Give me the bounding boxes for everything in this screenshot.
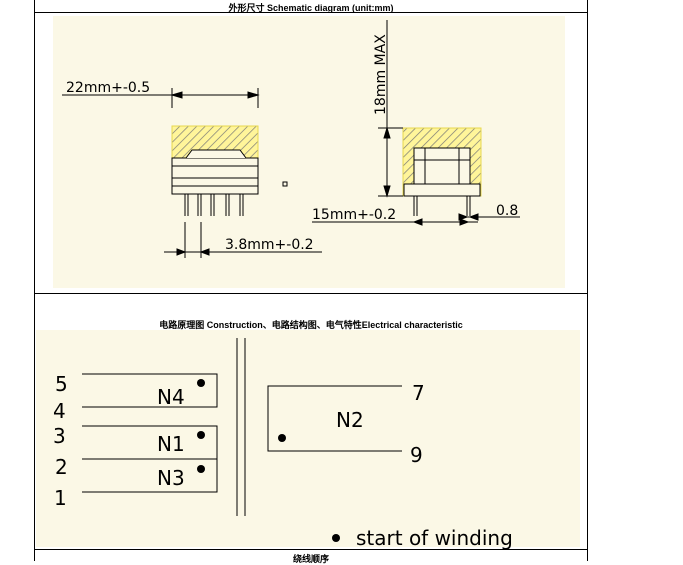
circuit-caption: 电路原理图 Construction、电路结构图、电气特性Electrical … [159,320,463,330]
circuit-panel [36,330,580,547]
side-view [312,20,520,226]
winding-n4-label: N4 [157,385,185,409]
pin-2-label: 2 [55,455,68,479]
pin-3-label: 3 [53,424,66,448]
table-border-right [587,0,588,561]
winding-order-caption: 绕线顺序 [292,554,329,564]
pin-4-label: 4 [53,399,66,423]
start-dot-n4 [197,379,205,387]
legend-text: start of winding [356,526,513,550]
core-lines [236,338,246,516]
winding-n2-label: N2 [336,408,364,432]
pin-5-label: 5 [55,372,68,396]
winding-n2 [267,385,402,452]
legend-dot [332,534,340,542]
winding-n1-n3 [82,425,218,493]
table-row-divider-top [34,12,588,13]
table-row-divider-bottom [34,549,588,550]
dim-depth-label: 15mm+-0.2 [312,207,396,223]
dim-pin-diameter-label: 0.8 [496,203,518,219]
table-border-left [34,0,35,561]
dim-height-label: 18mm MAX [373,34,389,115]
schematic-caption: 外形尺寸 Schematic diagram (unit:mm) [228,3,394,13]
pin-7-label: 7 [412,381,425,405]
table-row-divider-middle [34,293,588,294]
winding-n4 [82,373,218,408]
dim-pin-pitch-label: 3.8mm+-0.2 [225,237,314,253]
front-view [62,88,322,258]
winding-n3-label: N3 [157,466,185,490]
center-marker [282,181,288,187]
start-dot-n3 [197,465,205,473]
dim-width-label: 22mm+-0.5 [66,80,150,96]
winding-n1-label: N1 [157,432,185,456]
start-dot-n1 [197,431,205,439]
pin-9-label: 9 [410,443,423,467]
pin-1-label: 1 [54,486,67,510]
start-dot-n2 [278,434,286,442]
